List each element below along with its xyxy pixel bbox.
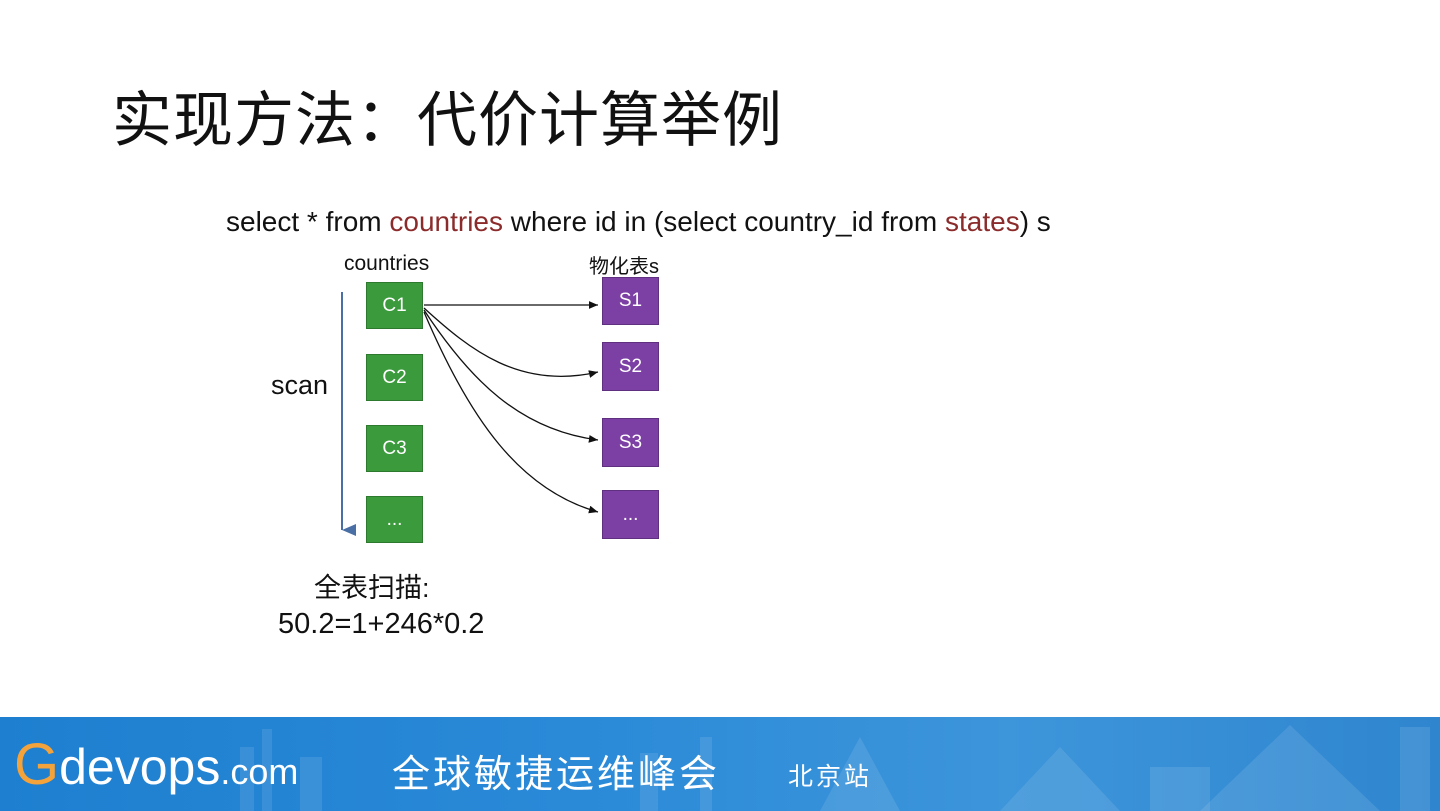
node-s4: ... bbox=[602, 490, 659, 539]
logo-g: G bbox=[14, 731, 59, 798]
node-c2: C2 bbox=[366, 354, 423, 401]
node-c1: C1 bbox=[366, 282, 423, 329]
summit-city: 北京站 bbox=[788, 757, 872, 793]
node-c4: ... bbox=[366, 496, 423, 543]
node-s1: S1 bbox=[602, 277, 659, 325]
edge-c1-s3 bbox=[424, 310, 598, 440]
node-s2: S2 bbox=[602, 342, 659, 391]
logo-com: .com bbox=[220, 751, 298, 793]
states-column-label: 物化表s bbox=[589, 250, 659, 279]
edge-c1-s4 bbox=[424, 312, 598, 512]
cost-formula: 50.2=1+246*0.2 bbox=[278, 608, 484, 641]
edge-c1-s2 bbox=[424, 308, 598, 376]
countries-column-label: countries bbox=[344, 252, 429, 276]
scan-label: scan bbox=[271, 370, 328, 401]
cost-label: 全表扫描: bbox=[314, 566, 430, 605]
diagram-arrows bbox=[0, 0, 1440, 717]
logo-devops: devops bbox=[59, 738, 220, 796]
summit-name: 全球敏捷运维峰会 bbox=[392, 743, 720, 798]
node-c3: C3 bbox=[366, 425, 423, 472]
node-s3: S3 bbox=[602, 418, 659, 467]
